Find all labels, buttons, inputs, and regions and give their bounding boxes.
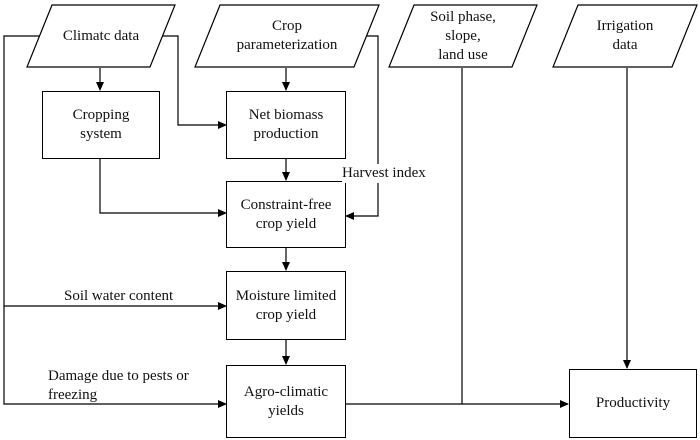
parallelogram-shape xyxy=(552,4,698,68)
agro-climatic-label: Agro-climatic yields xyxy=(243,383,329,419)
parallelogram-shape xyxy=(194,4,380,68)
soil-phase-input: Soil phase, slope, land use xyxy=(388,4,538,68)
net-biomass-box: Net biomass production xyxy=(226,91,346,159)
productivity-label: Productivity xyxy=(595,395,671,411)
soil-phase-label: Soil phase, slope, land use xyxy=(430,8,496,63)
moisture-limited-label: Moisture limited crop yield xyxy=(235,287,337,323)
net-biomass-label: Net biomass production xyxy=(248,107,324,142)
harvest-index-label: Harvest index xyxy=(342,164,426,183)
agro-climatic-box: Agro-climatic yields xyxy=(226,365,346,438)
irrigation-data-input: Irrigation data xyxy=(552,4,698,68)
crop-parameterization-input: Crop parameterization xyxy=(194,4,380,68)
irrigation-data-label: Irrigation data xyxy=(596,18,654,53)
parallelogram-shape xyxy=(26,4,176,68)
cropping-system-label: Cropping system xyxy=(72,107,130,142)
damage-label: Damage due to pests or freezing xyxy=(48,368,189,403)
edge-climate-to-biomass xyxy=(162,35,227,129)
climate-data-label: Climatc data xyxy=(62,27,140,44)
edge-climate-to-moisture xyxy=(3,35,227,408)
climate-data-input: Climatc data xyxy=(26,4,176,68)
parallelogram-shape xyxy=(388,4,538,68)
cropping-system-box: Cropping system xyxy=(42,91,160,159)
moisture-limited-box: Moisture limited crop yield xyxy=(226,271,346,340)
constraint-free-label: Constraint-free crop yield xyxy=(240,196,332,232)
constraint-free-box: Constraint-free crop yield xyxy=(226,181,346,248)
soil-water-content-label: Soil water content xyxy=(64,288,174,304)
edge-cropping-to-constraint xyxy=(99,159,227,217)
productivity-box: Productivity xyxy=(569,369,697,438)
crop-parameterization-label: Crop parameterization xyxy=(236,18,338,53)
